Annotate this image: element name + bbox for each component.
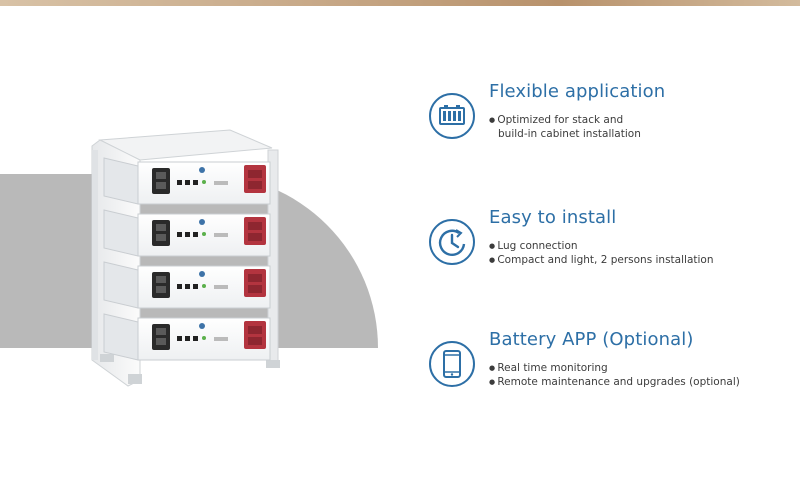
battery-icon <box>429 93 475 139</box>
list-item: Remote maintenance and upgrades (optiona… <box>489 375 739 389</box>
list-item: Compact and light, 2 persons installatio… <box>489 253 713 267</box>
clock-icon <box>429 219 475 265</box>
phone-icon <box>429 341 475 387</box>
feature-title: Battery APP (Optional) <box>489 329 694 350</box>
feature-title: Easy to install <box>489 207 617 228</box>
feature-title: Flexible application <box>489 81 666 102</box>
list-item: Real time monitoring <box>489 361 740 375</box>
battery-rack-illustration <box>91 129 280 387</box>
top-decorative-strip <box>0 0 800 6</box>
list-item: build-in cabinet installation <box>498 128 641 140</box>
list-item: Lug connection <box>489 239 714 253</box>
feature-list: Lug connection Compact and light, 2 pers… <box>489 239 714 267</box>
list-item: Optimized for stack and <box>489 113 641 127</box>
feature-list: Real time monitoring Remote maintenance … <box>489 361 740 389</box>
feature-list: Optimized for stack and build-in cabinet… <box>489 113 641 141</box>
